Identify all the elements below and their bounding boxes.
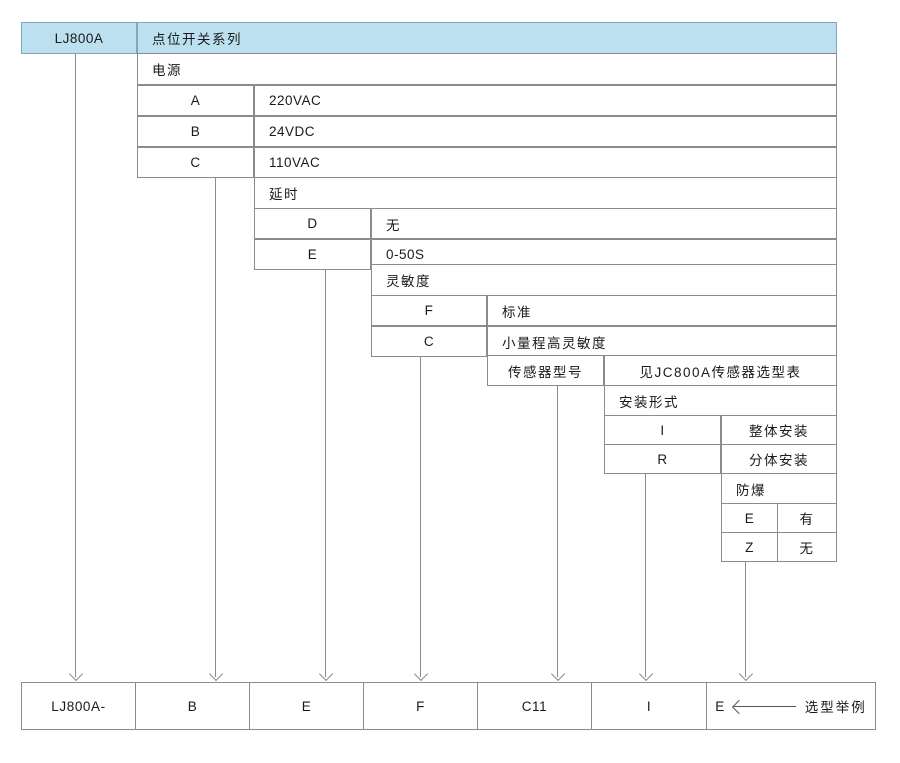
tier-power-code-c: C	[137, 147, 254, 178]
tier-delay-code-e: E	[254, 239, 371, 270]
model-code-header-cell: LJ800A	[21, 22, 137, 54]
tier-explosionproof-title: 防爆	[721, 473, 837, 504]
example-divider	[477, 683, 478, 729]
tier-power-title: 电源	[137, 53, 837, 85]
tier-power-desc-c: 110VAC	[254, 147, 837, 178]
tier-mounting-title: 安装形式	[604, 385, 837, 416]
example-explosionproof-code: E	[715, 698, 725, 714]
tier-explosionproof-desc-e: 有	[777, 503, 837, 533]
tier-sensitivity-title: 灵敏度	[371, 264, 837, 296]
example-pointer-arrow-icon	[731, 699, 796, 715]
example-divider	[591, 683, 592, 729]
tier-delay-desc-d: 无	[371, 208, 837, 239]
tier-delay-title: 延时	[254, 177, 837, 209]
tier-power-code-b: B	[137, 116, 254, 147]
tier-mounting-code-r: R	[604, 444, 721, 474]
tier-mounting-desc-r: 分体安装	[721, 444, 837, 474]
example-code-row: LJ800A- B E F C11 I E 选型举例	[21, 682, 876, 730]
example-cell-model: LJ800A-	[51, 698, 106, 714]
example-cell-sensitivity: F	[416, 698, 425, 714]
tier-sensitivity-code-c: C	[371, 326, 487, 357]
tier-explosionproof-code-e: E	[721, 503, 778, 533]
tier-sensor-model-title: 传感器型号	[487, 355, 604, 386]
example-cell-explosionproof: E 选型举例	[707, 683, 875, 729]
example-cell-power: B	[187, 698, 198, 714]
tier-mounting-desc-i: 整体安装	[721, 415, 837, 445]
example-cell-mounting: I	[646, 698, 652, 714]
example-cell-sensor-model: C11	[521, 698, 548, 714]
tier-sensitivity-code-f: F	[371, 295, 487, 326]
example-cell-delay: E	[301, 698, 312, 714]
example-label: 选型举例	[804, 700, 867, 715]
example-divider	[363, 683, 364, 729]
tier-sensor-model-desc: 见JC800A传感器选型表	[604, 355, 837, 386]
tier-explosionproof-desc-z: 无	[777, 532, 837, 562]
example-divider	[706, 683, 707, 729]
tier-delay-code-d: D	[254, 208, 371, 239]
tier-power-desc-b: 24VDC	[254, 116, 837, 147]
example-divider	[249, 683, 250, 729]
example-divider	[135, 683, 136, 729]
tier-mounting-code-i: I	[604, 415, 721, 445]
tier-power-code-a: A	[137, 85, 254, 116]
tier-sensitivity-desc-c: 小量程高灵敏度	[487, 326, 837, 357]
tier-sensitivity-desc-f: 标准	[487, 295, 837, 326]
tier-power-desc-a: 220VAC	[254, 85, 837, 116]
series-name-header-cell: 点位开关系列	[137, 22, 837, 54]
tier-explosionproof-code-z: Z	[721, 532, 778, 562]
